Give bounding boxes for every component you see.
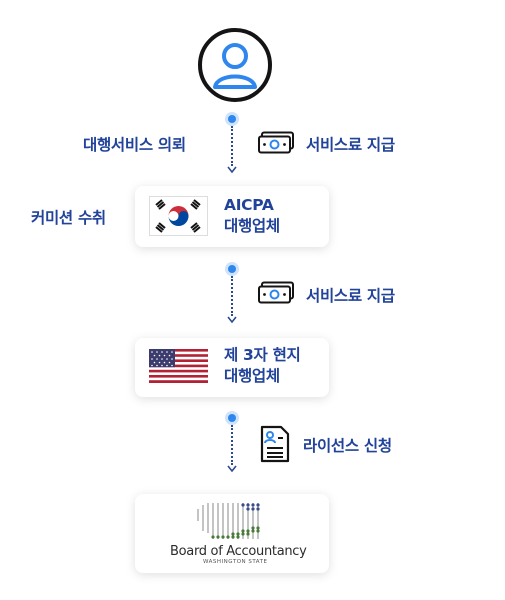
fee-payment-label-2: 서비스료 지급 xyxy=(306,287,395,305)
us-agency-card: 제 3자 현지 대행업체 xyxy=(135,338,329,397)
board-of-accountancy-card: Board of Accountancy WASHINGTON STATE xyxy=(135,494,329,573)
connector-dot xyxy=(228,115,236,123)
user-avatar-icon xyxy=(198,28,272,102)
board-subtitle: WASHINGTON STATE xyxy=(203,559,268,565)
fee-payment-label-1: 서비스료 지급 xyxy=(306,136,395,154)
connector-line xyxy=(231,425,233,465)
korea-agency-name: AICPA 대행업체 xyxy=(224,195,280,237)
us-agency-line2: 대행업체 xyxy=(224,367,280,385)
money-icon xyxy=(258,281,294,304)
korea-agency-line2: 대행업체 xyxy=(224,217,280,235)
board-logo-icon xyxy=(197,503,260,539)
connector-line xyxy=(231,126,233,166)
board-title: Board of Accountancy xyxy=(170,544,307,559)
us-agency-line1: 제 3자 현지 xyxy=(224,346,301,364)
document-icon xyxy=(260,425,290,463)
connector-dot xyxy=(228,414,236,422)
request-service-label: 대행서비스 의뢰 xyxy=(83,136,186,154)
commission-label: 커미션 수취 xyxy=(31,209,106,227)
chevron-down-icon xyxy=(227,316,237,324)
money-icon xyxy=(258,131,294,154)
chevron-down-icon xyxy=(227,166,237,174)
connector-line xyxy=(231,276,233,316)
license-application-label: 라이선스 신청 xyxy=(303,437,392,455)
korea-flag-icon xyxy=(149,196,208,236)
us-agency-name: 제 3자 현지 대행업체 xyxy=(224,345,301,387)
chevron-down-icon xyxy=(227,465,237,473)
korea-agency-line1: AICPA xyxy=(224,196,274,214)
connector-dot xyxy=(228,265,236,273)
us-flag-icon xyxy=(149,349,208,383)
korea-agency-card: AICPA 대행업체 xyxy=(135,186,329,247)
